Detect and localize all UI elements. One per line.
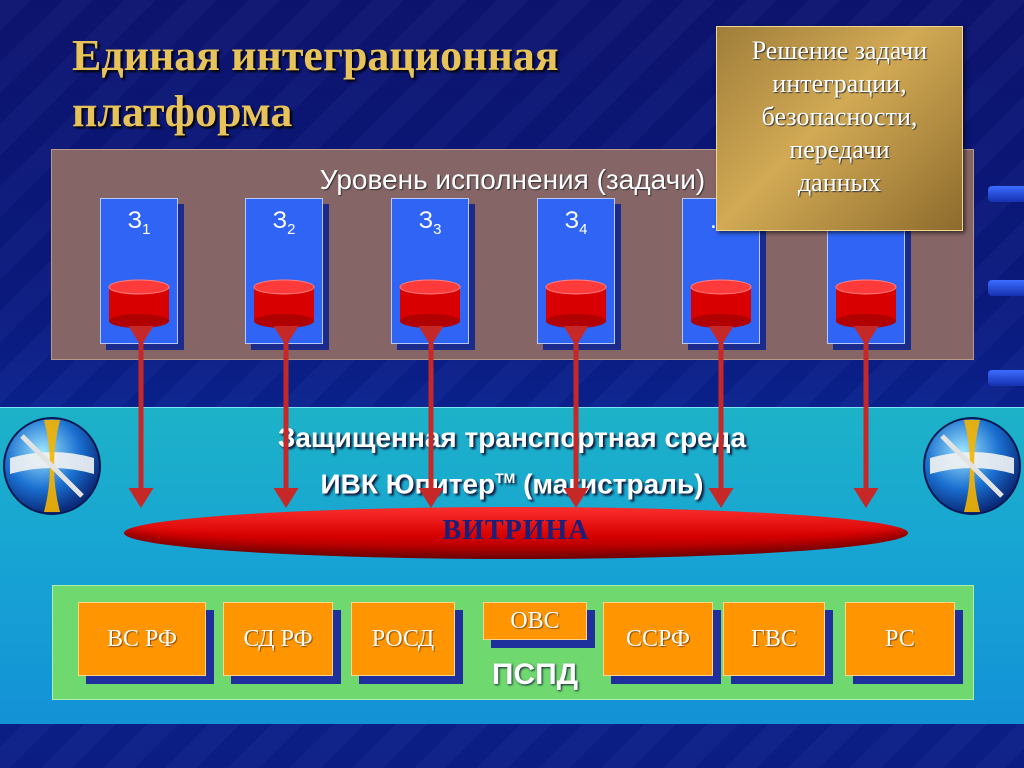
task-box-3: З3 (391, 198, 469, 344)
org-box-sd-rf: СД РФ (223, 602, 333, 676)
org-box-ssrf: ССРФ (603, 602, 713, 676)
task-label-4: З4 (564, 207, 588, 238)
execution-level-title: Уровень исполнения (задачи) (319, 164, 706, 195)
task-box-4: З4 (537, 198, 615, 344)
org-box-vs-rf: ВС РФ (78, 602, 206, 676)
pspd-label: ПСПД (491, 658, 579, 691)
globe-icon (3, 417, 101, 515)
pspd-panel: ВС РФ СД РФ РОСД ОВС ССРФ ГВС РС ПСПД (52, 585, 974, 700)
task-label-3: З3 (418, 207, 442, 238)
org-box-gvs: ГВС (723, 602, 825, 676)
decor-dash (988, 280, 1024, 296)
database-icon (399, 279, 461, 328)
solution-box: Решение задачи интеграции, безопасности,… (716, 26, 963, 231)
vitrina-label: ВИТРИНА (442, 515, 590, 546)
solution-line: интеграции, (772, 69, 907, 98)
org-box-rs: РС (845, 602, 955, 676)
transport-line-1: Защищенная транспортная среда (277, 422, 747, 453)
task-label-1: З1 (127, 207, 151, 238)
org-box-ovs: ОВС (483, 602, 587, 640)
solution-line: безопасности, (761, 102, 918, 131)
org-box-rosd: РОСД (351, 602, 455, 676)
globe-icon (923, 417, 1021, 515)
page-title: Единая интеграционная платформа (72, 31, 559, 136)
task-box-2: З2 (245, 198, 323, 344)
transport-line-2: ИВК ЮпитерТМ (магистраль) (320, 468, 704, 500)
solution-line: Решение задачи (751, 36, 928, 65)
database-icon (835, 279, 897, 328)
database-icon (253, 279, 315, 328)
vitrina-ellipse: ВИТРИНА (124, 507, 908, 559)
database-icon (108, 279, 170, 328)
transport-title: Защищенная транспортная среда ИВК Юпитер… (0, 418, 1024, 504)
database-icon (545, 279, 607, 328)
decor-dash (988, 186, 1024, 202)
task-box-1: З1 (100, 198, 178, 344)
solution-line: данных (797, 168, 882, 197)
task-label-2: З2 (272, 207, 296, 238)
database-icon (690, 279, 752, 328)
decor-dash (988, 370, 1024, 386)
solution-line: передачи (789, 135, 890, 164)
